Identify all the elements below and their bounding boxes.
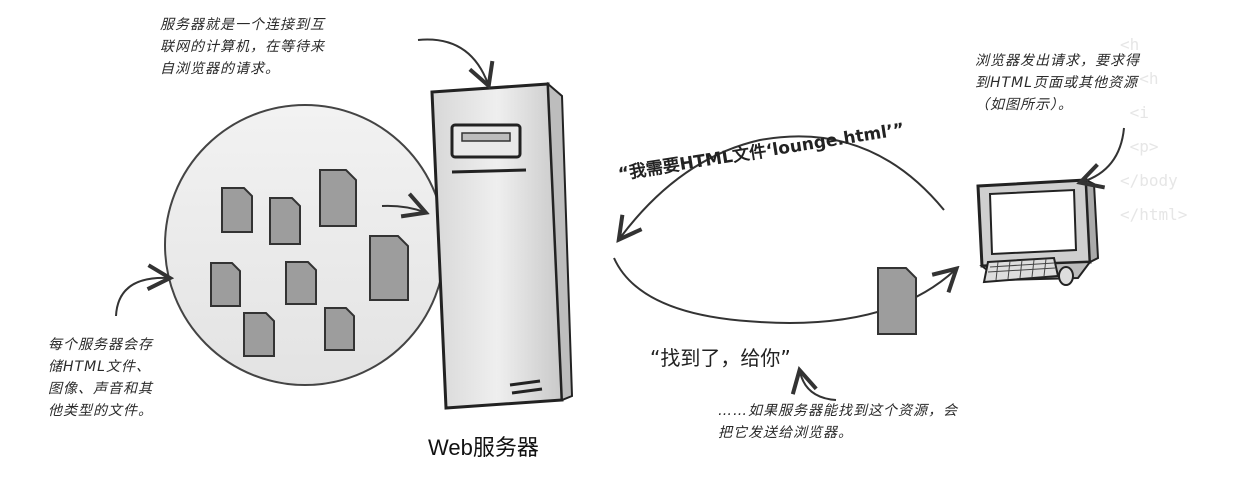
files-note-arrow — [116, 278, 168, 316]
computer-icon — [978, 180, 1098, 285]
send-description-note: ……如果服务器能找到这个资源，会 把它发送给浏览器。 — [718, 400, 1078, 444]
files-description-note: 每个服务器会存 储HTML文件、 图像、声音和其 他类型的文件。 — [48, 334, 218, 422]
response-speech: “找到了，给你” — [650, 342, 791, 371]
server-description-note: 服务器就是一个连接到互 联网的计算机，在等待来 自浏览器的请求。 — [160, 14, 430, 80]
browser-note-arrow — [1082, 128, 1124, 182]
response-file-icon — [878, 268, 916, 334]
server-label: Web服务器 — [428, 430, 539, 462]
server-tower — [432, 84, 572, 408]
send-note-arrow — [800, 372, 836, 400]
